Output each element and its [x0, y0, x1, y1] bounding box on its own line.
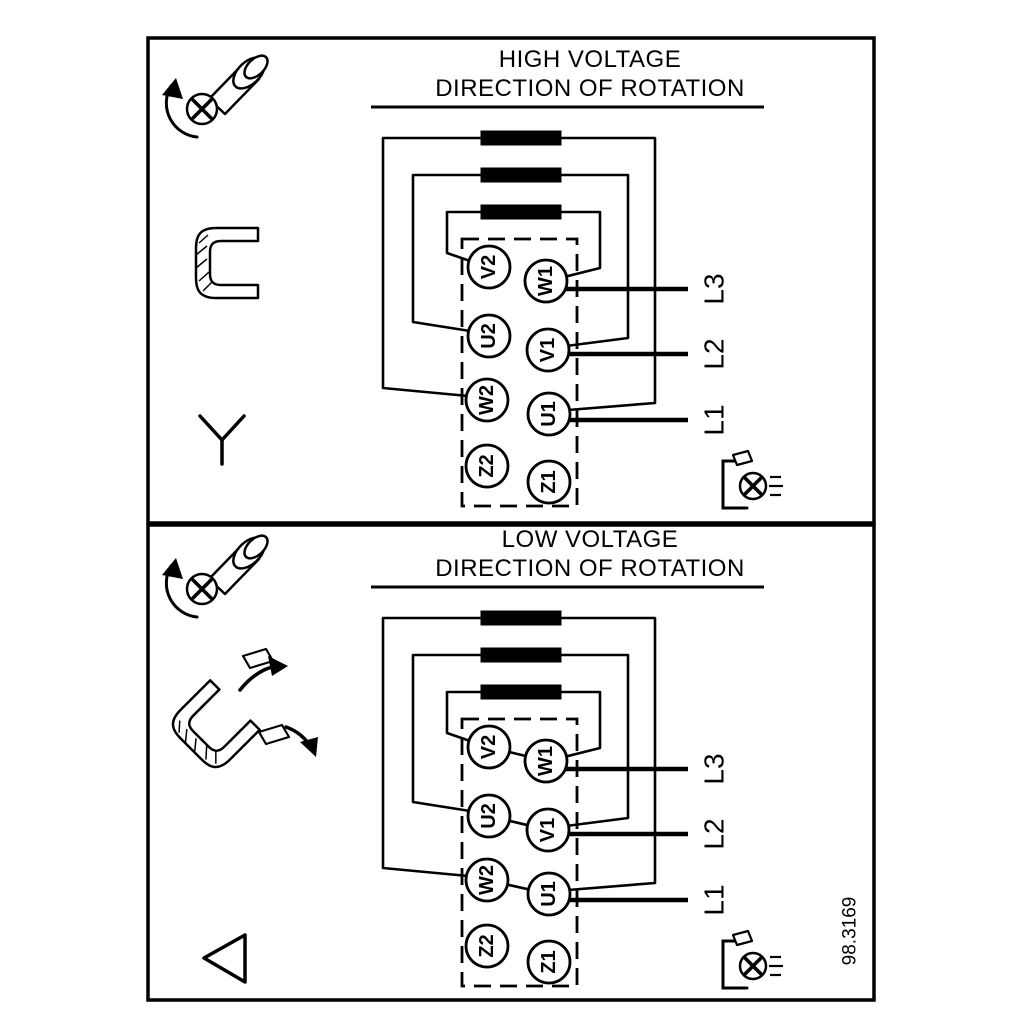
star-connection-icon [198, 414, 246, 466]
terminal-label-u2: U2 [478, 803, 500, 829]
terminal-label-u1: U1 [538, 401, 560, 427]
terminal-label-v2: V2 [478, 735, 500, 759]
panel-subtitle: DIRECTION OF ROTATION [435, 555, 745, 582]
panel-title: LOW VOLTAGE [502, 526, 679, 553]
terminal-label-z1: Z1 [538, 950, 560, 973]
terminal-label-u2: U2 [478, 323, 500, 349]
terminal-label-w1: W1 [535, 746, 557, 776]
low-voltage-panel: LOW VOLTAGE DIRECTION OF ROTATION V2 W1 … [160, 526, 785, 990]
high-voltage-panel: HIGH VOLTAGE DIRECTION OF ROTATION V2 W1… [160, 46, 785, 510]
terminal-label-v2: V2 [478, 255, 500, 279]
phase-label-l3: L3 [699, 273, 730, 304]
delta-connection-icon [202, 933, 247, 984]
terminal-label-u1: U1 [538, 881, 560, 907]
phase-label-l1: L1 [699, 884, 730, 915]
bridge-removal-icon [165, 647, 318, 775]
terminal-labels: V2 W1 U2 V1 W2 U1 Z2 Z1 [476, 255, 560, 494]
figure-number: 98.3169 [840, 897, 861, 966]
terminal-label-w2: W2 [476, 385, 498, 415]
phase-label-l2: L2 [699, 818, 730, 849]
terminal-label-w1: W1 [535, 266, 557, 296]
terminal-label-z2: Z2 [476, 934, 498, 957]
phase-label-l1: L1 [699, 404, 730, 435]
terminal-label-v1: V1 [537, 818, 559, 842]
terminal-labels: V2 W1 U2 V1 W2 U1 Z2 Z1 [476, 735, 560, 974]
phase-label-l3: L3 [699, 753, 730, 784]
phase-label-l2: L2 [699, 338, 730, 369]
panel-subtitle: DIRECTION OF ROTATION [435, 75, 745, 102]
terminal-label-z2: Z2 [476, 454, 498, 477]
terminal-label-w2: W2 [476, 865, 498, 895]
low-voltage-frame [146, 523, 876, 1002]
phase-line-labels: L3 L2 L1 [699, 753, 730, 915]
terminal-label-z1: Z1 [538, 470, 560, 493]
phase-line-labels: L3 L2 L1 [699, 273, 730, 435]
high-voltage-frame [146, 36, 876, 525]
panel-title: HIGH VOLTAGE [499, 46, 681, 73]
terminal-label-v1: V1 [537, 338, 559, 362]
